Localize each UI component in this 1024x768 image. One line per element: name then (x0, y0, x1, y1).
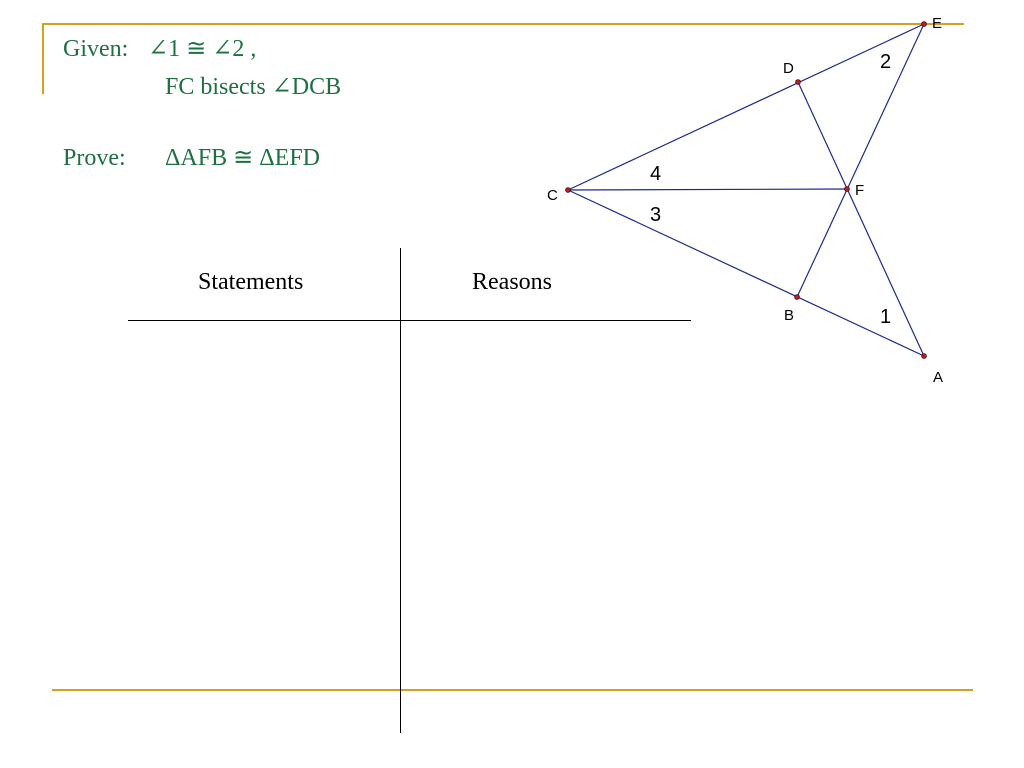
angle-label-4: 4 (650, 163, 661, 185)
point-E-marker (921, 21, 927, 27)
point-E-label: E (932, 15, 942, 32)
point-C-label: C (547, 187, 558, 204)
point-D-marker (795, 79, 801, 85)
given-angle-congruence: ∠1 ≅ ∠2 , (148, 36, 257, 62)
accent-bottom-rule (52, 689, 973, 691)
point-B-label: B (784, 307, 794, 324)
prove-statement: ΔAFB ≅ ΔEFD (165, 145, 321, 171)
point-A-label: A (933, 369, 943, 386)
reasons-column-header: Reasons (472, 269, 552, 295)
proof-table-column-divider (400, 248, 401, 733)
prove-label: Prove: (63, 145, 126, 171)
given-label: Given: (63, 36, 129, 62)
point-F-label: F (855, 182, 864, 199)
segment-CE (567, 23, 925, 191)
angle-label-3: 3 (650, 204, 661, 226)
point-A-marker (921, 353, 927, 359)
segment-DA (797, 81, 925, 357)
segment-EB (796, 23, 925, 298)
angle-label-2: 2 (880, 51, 891, 73)
point-B-marker (794, 294, 800, 300)
proof-table-header-rule (128, 320, 691, 321)
point-F-marker (844, 186, 850, 192)
segment-CA (567, 189, 925, 357)
accent-top-rule (42, 23, 964, 25)
given-bisector-statement: FC bisects ∠DCB (165, 74, 342, 100)
statements-column-header: Statements (198, 269, 304, 295)
angle-label-1: 1 (880, 306, 891, 328)
accent-left-rule (42, 23, 44, 94)
point-D-label: D (783, 60, 794, 77)
segment-CF (567, 188, 848, 191)
point-C-marker (565, 187, 571, 193)
